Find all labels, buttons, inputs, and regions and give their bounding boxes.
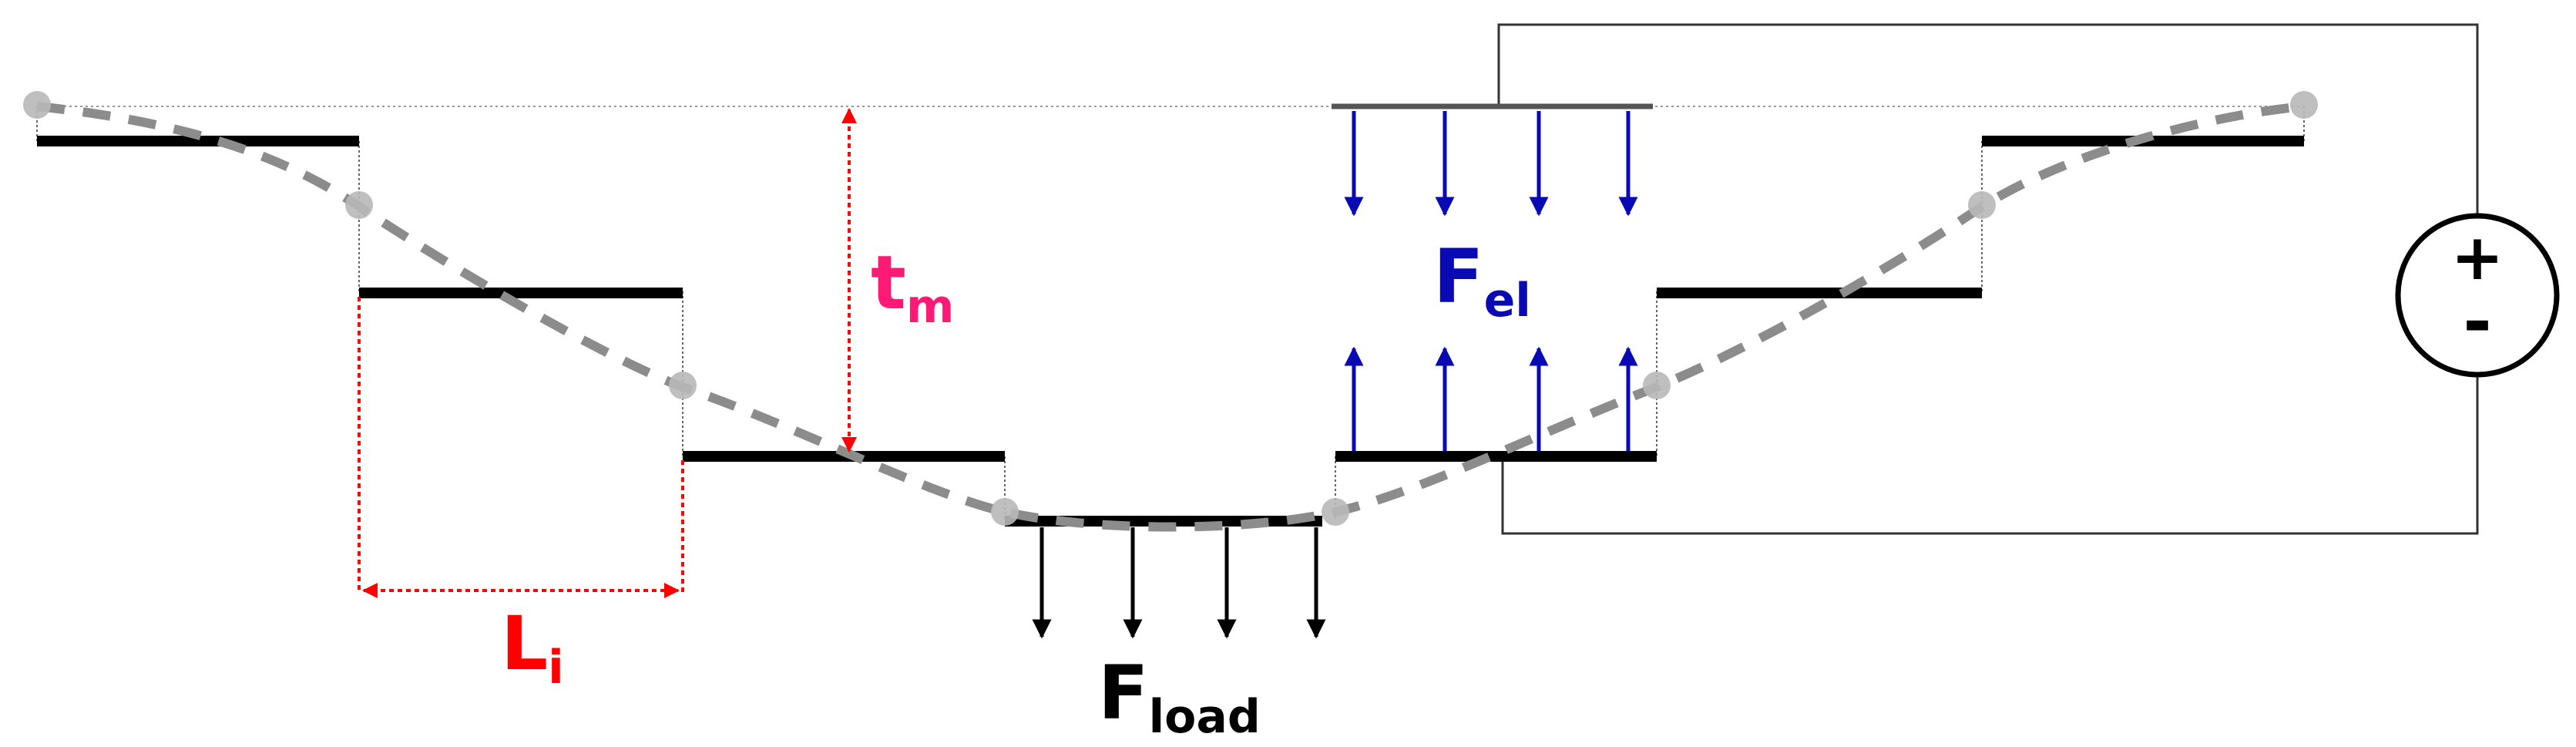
circuit-wire (1497, 23, 2479, 535)
thickness-label: tm (871, 240, 954, 334)
curve-node (2290, 91, 2318, 119)
length-label: Li (501, 601, 564, 695)
electrostatic-arrows-up (1344, 346, 1638, 451)
deflection-curve (36, 102, 2305, 532)
voltage-plus-label: + (2451, 221, 2504, 294)
step-plates (37, 136, 2304, 527)
curve-node (23, 91, 51, 119)
voltage-source: + - (2395, 213, 2560, 378)
curve-node (1322, 498, 1349, 526)
curve-node (345, 191, 373, 219)
electrostatic-arrows-down (1344, 111, 1638, 217)
load-force-label: Fload (1098, 650, 1261, 744)
curve-node (991, 498, 1019, 526)
curve-node (669, 372, 697, 399)
length-dimension (358, 297, 684, 594)
curve-node (1643, 372, 1671, 399)
projection-lines (36, 106, 2305, 521)
load-arrows (1032, 527, 1326, 639)
voltage-minus-label: - (2463, 281, 2491, 362)
electrostatic-force-label: Fel (1433, 234, 1531, 328)
curve-node (1968, 191, 1996, 219)
curve-nodes (23, 91, 2318, 526)
